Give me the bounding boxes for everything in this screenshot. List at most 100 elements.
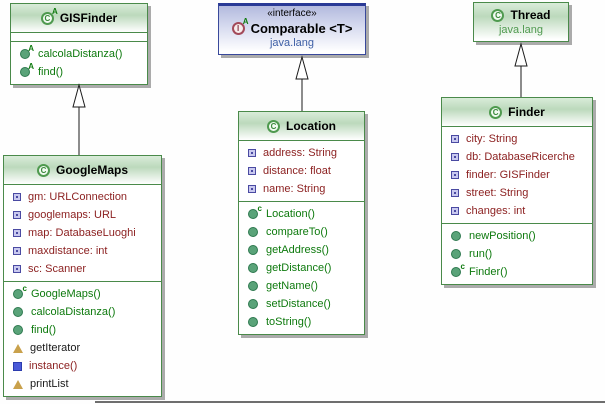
field-icon: [451, 153, 459, 161]
abstract-interface-icon: I A: [231, 18, 249, 35]
method-row: setDistance(): [239, 295, 364, 313]
class-icon: C: [267, 119, 281, 133]
class-icon: C: [489, 105, 503, 119]
field-row: map: DatabaseLuoghi: [4, 224, 161, 242]
implements-arrow-location-to-comparable[interactable]: [295, 55, 309, 111]
method-icon: [248, 280, 259, 292]
fields-section: address: String distance: float name: St…: [239, 140, 364, 201]
diagram-boundary-line: [95, 401, 605, 403]
class-box-thread[interactable]: C Thread java.lang: [473, 2, 569, 42]
field-row: gm: URLConnection: [4, 188, 161, 206]
field-label: city: String: [466, 133, 518, 145]
interface-name: Comparable <T>: [250, 20, 353, 36]
class-box-location[interactable]: C Location address: String distance: flo…: [238, 111, 365, 335]
method-label: getName(): [266, 280, 318, 292]
field-label: db: DatabaseRicerche: [466, 151, 575, 163]
constructor-marker: c: [257, 204, 262, 213]
class-header: C Location: [239, 112, 364, 140]
method-icon: [13, 306, 24, 318]
method-row: getIterator: [4, 339, 161, 357]
method-icon: [248, 316, 259, 328]
interface-box-comparable[interactable]: «interface» I A Comparable <T> java.lang: [218, 3, 366, 55]
method-icon: [248, 298, 259, 310]
abstract-method-icon: A: [20, 44, 34, 60]
field-label: maxdistance: int: [28, 245, 108, 257]
method-row: instance(): [4, 357, 161, 375]
method-row: calcolaDistanza(): [4, 303, 161, 321]
field-icon: [248, 185, 256, 193]
field-icon: [451, 171, 459, 179]
class-icon: C: [36, 163, 51, 177]
methods-section: newPosition() run() c Finder(): [442, 223, 592, 284]
class-header: C Finder: [442, 98, 592, 126]
method-label: setDistance(): [266, 298, 331, 310]
class-box-gisfinder[interactable]: C A GISFinder A calcolaDistanza() A find…: [10, 3, 148, 85]
field-label: changes: int: [466, 205, 526, 217]
method-row: getDistance(): [239, 259, 364, 277]
field-row: maxdistance: int: [4, 242, 161, 260]
method-label: newPosition(): [469, 230, 536, 242]
method-label: getAddress(): [266, 244, 329, 256]
class-box-finder[interactable]: C Finder city: String db: DatabaseRicerc…: [441, 97, 593, 285]
method-label: run(): [469, 248, 493, 260]
field-row: sc: Scanner: [4, 260, 161, 278]
method-row: getName(): [239, 277, 364, 295]
field-label: sc: Scanner: [28, 263, 87, 275]
class-name: Thread: [510, 8, 551, 22]
method-label: find(): [38, 66, 64, 78]
method-row: c Location(): [239, 205, 364, 223]
fields-section: gm: URLConnection googlemaps: URL map: D…: [4, 184, 161, 281]
abstract-class-icon: C A: [40, 8, 58, 25]
method-row: printList: [4, 375, 161, 393]
method-label: calcolaDistanza(): [38, 48, 123, 60]
field-label: googlemaps: URL: [28, 209, 117, 221]
abstract-marker: A: [28, 62, 34, 71]
field-icon: [451, 207, 459, 215]
constructor-marker: c: [460, 262, 465, 271]
methods-section: c GoogleMaps() calcolaDistanza() find() …: [4, 281, 161, 396]
method-row: getAddress(): [239, 241, 364, 259]
class-name: GISFinder: [59, 11, 118, 25]
inherited-member-icon: [13, 343, 23, 353]
inheritance-arrow-finder-to-thread[interactable]: [514, 42, 528, 97]
field-label: name: String: [263, 183, 326, 195]
field-icon: [13, 229, 21, 237]
field-icon: [451, 135, 459, 143]
constructor-icon: c: [451, 262, 465, 278]
constructor-icon: c: [13, 284, 27, 300]
method-label: instance(): [29, 360, 78, 372]
class-box-googlemaps[interactable]: C GoogleMaps gm: URLConnection googlemap…: [3, 155, 162, 397]
class-name: GoogleMaps: [55, 163, 128, 177]
inheritance-arrow-googlemaps-to-gisfinder[interactable]: [72, 83, 86, 155]
abstract-marker: A: [28, 44, 34, 53]
constructor-icon: c: [248, 204, 262, 220]
method-label: find(): [31, 324, 57, 336]
method-row: find(): [4, 321, 161, 339]
field-label: distance: float: [263, 165, 331, 177]
field-icon: [248, 149, 256, 157]
method-label: Location(): [266, 208, 315, 220]
field-row: city: String: [442, 130, 592, 148]
class-header: C A GISFinder: [11, 4, 147, 32]
method-icon: [451, 230, 462, 242]
method-icon: [13, 324, 24, 336]
field-icon: [13, 265, 21, 273]
constructor-marker: c: [22, 284, 27, 293]
class-header: C Thread: [474, 6, 568, 24]
field-row: distance: float: [239, 162, 364, 180]
method-icon: [248, 262, 259, 274]
field-icon: [248, 167, 256, 175]
methods-section: c Location() compareTo() getAddress() ge…: [239, 201, 364, 334]
class-icon: C: [491, 8, 505, 22]
method-label: toString(): [266, 316, 312, 328]
static-method-icon: [13, 361, 22, 371]
class-name: Finder: [508, 105, 545, 119]
method-row: compareTo(): [239, 223, 364, 241]
field-label: map: DatabaseLuoghi: [28, 227, 136, 239]
method-label: GoogleMaps(): [31, 288, 101, 300]
method-row: c Finder(): [442, 263, 592, 281]
field-row: street: String: [442, 184, 592, 202]
method-icon: [248, 226, 259, 238]
field-icon: [13, 247, 21, 255]
method-label: getDistance(): [266, 262, 332, 274]
